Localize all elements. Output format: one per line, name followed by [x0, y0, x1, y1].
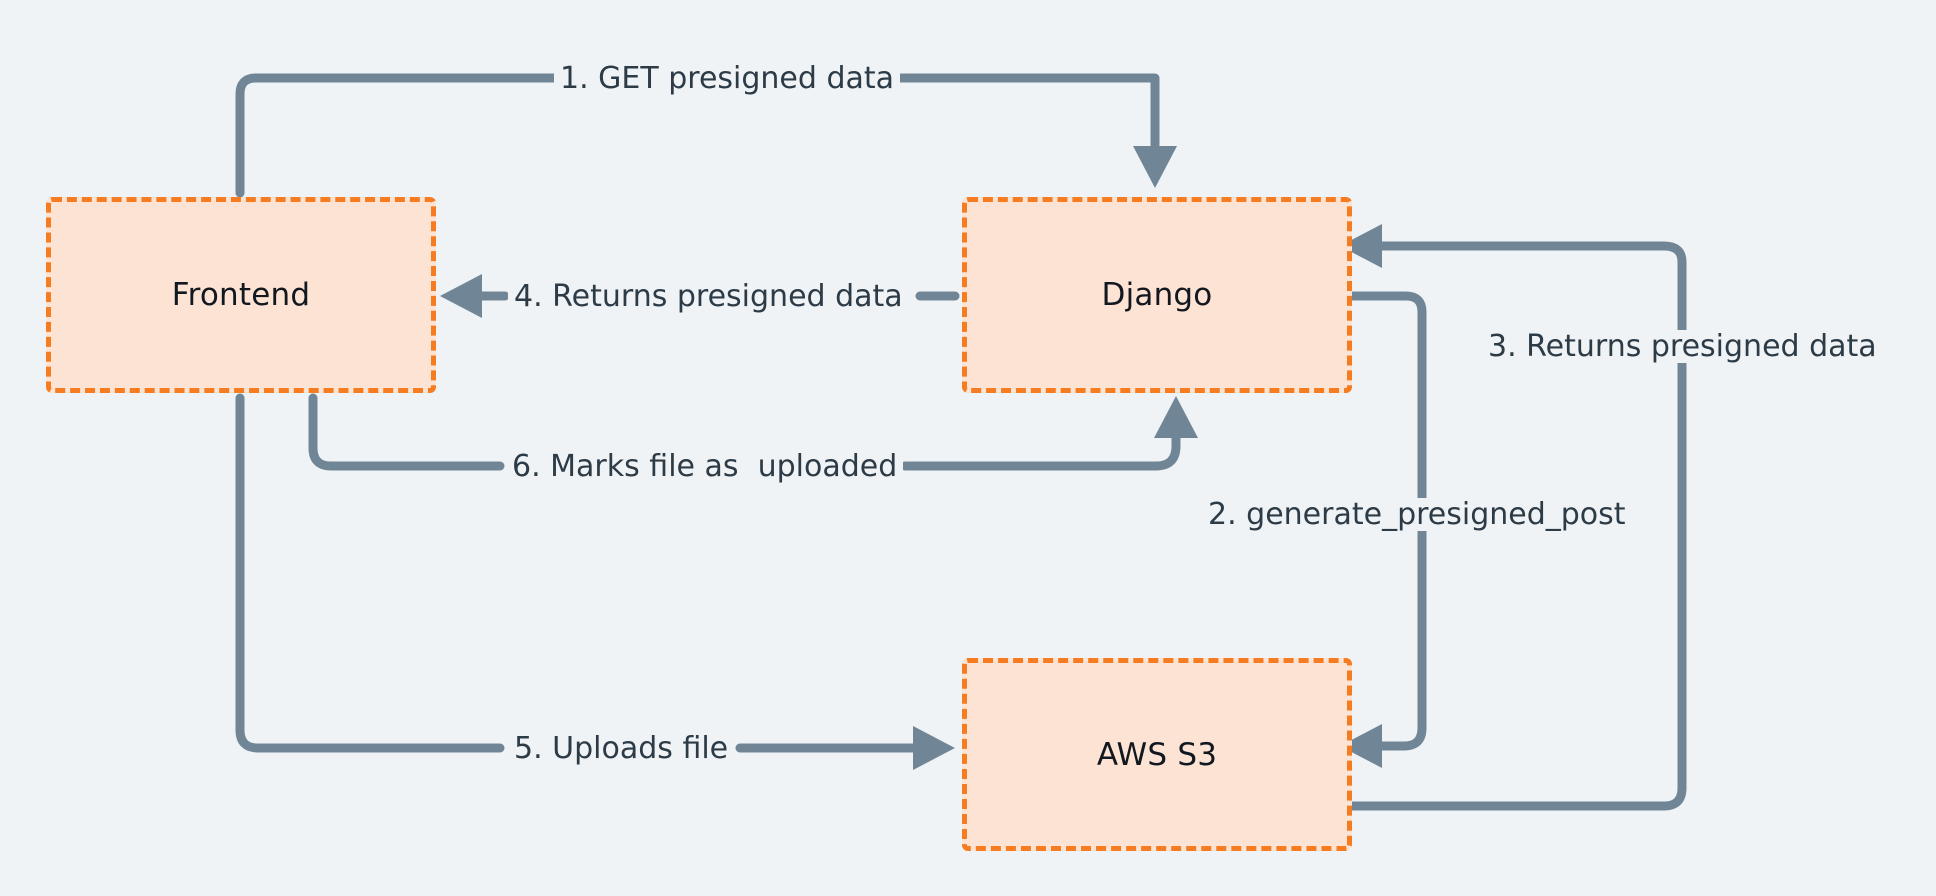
edge-label-5: 5. Uploads file: [508, 732, 735, 765]
node-django[interactable]: Django: [962, 197, 1352, 393]
node-aws-s3-label: AWS S3: [1096, 736, 1218, 773]
connector-2-generate-presigned-post: [1340, 291, 1427, 768]
edge-label-1: 1. GET presigned data: [554, 62, 901, 95]
node-frontend[interactable]: Frontend: [46, 197, 436, 393]
edge-label-4: 4. Returns presigned data: [508, 280, 909, 313]
node-frontend-label: Frontend: [171, 277, 311, 313]
edge-label-3: 3. Returns presigned data: [1482, 330, 1883, 363]
edge-label-2: 2. generate_presigned_post: [1202, 498, 1632, 531]
node-aws-s3[interactable]: AWS S3: [962, 658, 1352, 851]
arrowhead-left-frontend: [440, 274, 482, 318]
node-django-label: Django: [1101, 277, 1213, 313]
edge-label-6: 6. Marks file as uploaded: [506, 450, 904, 483]
arrowhead-right-s3: [913, 726, 955, 770]
arrowhead-down-django: [1133, 146, 1177, 188]
arrowhead-up-django: [1154, 396, 1198, 438]
